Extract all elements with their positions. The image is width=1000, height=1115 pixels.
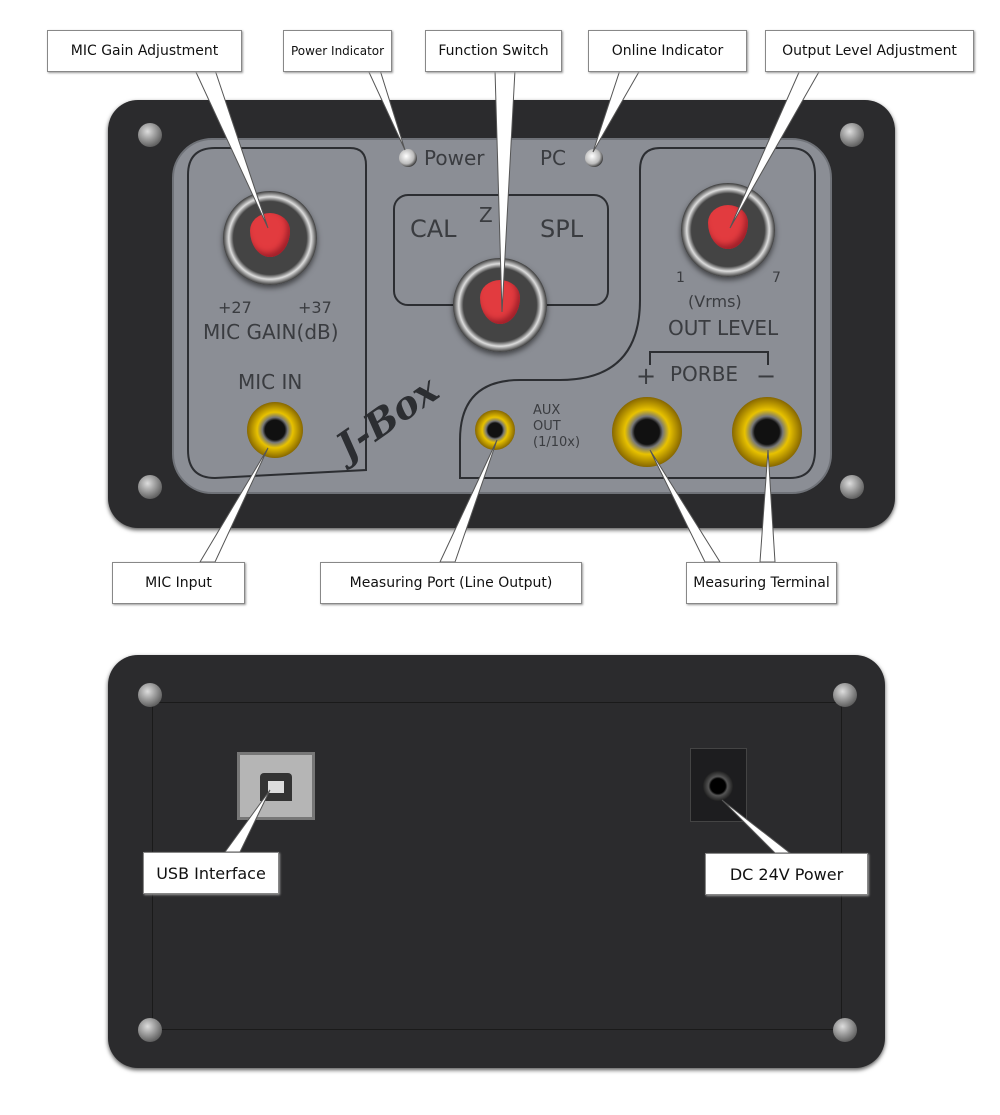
screw <box>138 1018 162 1042</box>
mic-input-jack[interactable] <box>247 402 303 458</box>
pc-text: PC <box>540 146 567 170</box>
callout-power-indicator: Power Indicator <box>283 30 392 72</box>
screw <box>840 123 864 147</box>
power-led <box>399 149 417 167</box>
minus-sign: − <box>756 362 777 390</box>
usb-port-tongue <box>268 781 284 793</box>
spl-text: SPL <box>540 215 584 243</box>
usb-port[interactable] <box>237 752 315 820</box>
cal-text: CAL <box>410 215 457 243</box>
output-level-knob[interactable] <box>681 183 775 277</box>
probe-minus-terminal[interactable] <box>732 397 802 467</box>
callout-measuring-terminal: Measuring Terminal <box>686 562 837 604</box>
z-text: Z <box>479 203 493 227</box>
aux-text: AUX <box>533 403 561 418</box>
dc-jack-socket <box>703 771 733 801</box>
gain-min: +27 <box>218 298 252 317</box>
mic-gain-text: MIC GAIN(dB) <box>203 320 339 344</box>
aux-ratio: (1/10x) <box>533 435 581 450</box>
callout-online-indicator: Online Indicator <box>588 30 747 72</box>
mic-gain-knob[interactable] <box>223 191 317 285</box>
dc-power-jack[interactable] <box>690 748 747 822</box>
function-switch-knob[interactable] <box>453 258 547 352</box>
vrms-text: (Vrms) <box>688 292 742 311</box>
out-level-text: OUT LEVEL <box>668 316 779 340</box>
probe-text: PORBE <box>670 362 739 386</box>
callout-dc-power: DC 24V Power <box>705 853 868 895</box>
screw <box>833 1018 857 1042</box>
callout-output-level-adjustment: Output Level Adjustment <box>765 30 974 72</box>
out-max: 7 <box>772 270 781 286</box>
aux-out-text: OUT <box>533 419 561 434</box>
probe-plus-terminal[interactable] <box>612 397 682 467</box>
screw <box>138 475 162 499</box>
screw <box>138 683 162 707</box>
power-text: Power <box>424 146 485 170</box>
screw <box>840 475 864 499</box>
callout-function-switch: Function Switch <box>425 30 562 72</box>
out-min: 1 <box>676 270 685 286</box>
plus-sign: + <box>636 362 657 390</box>
gain-max: +37 <box>298 298 332 317</box>
screw <box>138 123 162 147</box>
callout-mic-input: MIC Input <box>112 562 245 604</box>
callout-usb-interface: USB Interface <box>143 852 279 894</box>
callout-measuring-port: Measuring Port (Line Output) <box>320 562 582 604</box>
screw <box>833 683 857 707</box>
callout-mic-gain-adjustment: MIC Gain Adjustment <box>47 30 242 72</box>
pc-led <box>585 149 603 167</box>
mic-in-text: MIC IN <box>238 370 303 394</box>
